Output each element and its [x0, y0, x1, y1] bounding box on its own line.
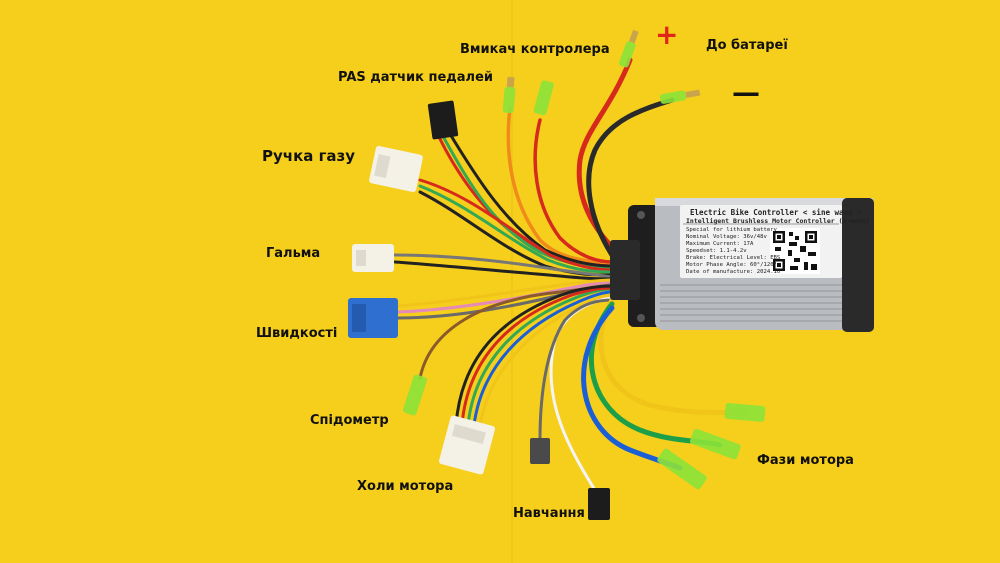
label-speeds: Швидкості [256, 326, 338, 341]
controller-spec-line: Nominal Voltage: 36v/48v [686, 234, 767, 240]
controller-spec-line: Date of manufacture: 2024.10 [686, 269, 781, 275]
switch-connector-b [533, 80, 554, 116]
label-motor-phases: Фази мотора [757, 453, 854, 468]
phase-connector-green [689, 428, 741, 460]
learning-connector-b [588, 488, 610, 520]
minus-sign: — [732, 76, 760, 109]
plus-sign: + [655, 18, 679, 51]
controller-spec-line: Special for lithium battery [686, 227, 777, 233]
label-to-battery: До батареї [706, 38, 788, 53]
qr-code [770, 228, 820, 274]
label-learning: Навчання [513, 506, 585, 521]
controller-spec-line: Brake: Electrical Level: EBS [686, 255, 781, 261]
screw-icon [637, 314, 645, 322]
label-brakes: Гальма [266, 246, 321, 261]
battery-minus-connector [659, 89, 701, 104]
speedometer-connector [402, 374, 428, 416]
phase-connector-blue [657, 448, 707, 490]
controller-subtitle: Intelligent Brushless Motor Controller (… [686, 217, 870, 225]
switch-connector-a [502, 76, 516, 114]
controller-title: Electric Bike Controller < sine wave > [690, 208, 862, 217]
label-controller-switch: Вмикач контролера [460, 42, 610, 57]
controller-spec-line: Motor Phase Angle: 60°/120° [686, 262, 777, 268]
controller-box [610, 198, 874, 332]
screw-icon [637, 211, 645, 219]
pas-connector [427, 100, 459, 140]
throttle-connector [369, 145, 423, 193]
label-throttle: Ручка газу [262, 147, 356, 165]
speeds-connector [348, 298, 398, 338]
halls-connector [438, 415, 496, 475]
phase-connector-yellow [724, 402, 766, 422]
battery-plus-connector [619, 29, 639, 68]
controller-spec-line: Speedset: 1.1-4.2v [686, 248, 747, 254]
brakes-connector [352, 244, 394, 272]
label-speedometer: Спідометр [310, 413, 389, 428]
controller-spec-line: Maximum Current: 17A [686, 241, 754, 247]
label-pas-sensor: PAS датчик педалей [338, 70, 493, 85]
label-motor-halls: Холи мотора [357, 479, 454, 494]
learning-connector-a [530, 438, 550, 464]
